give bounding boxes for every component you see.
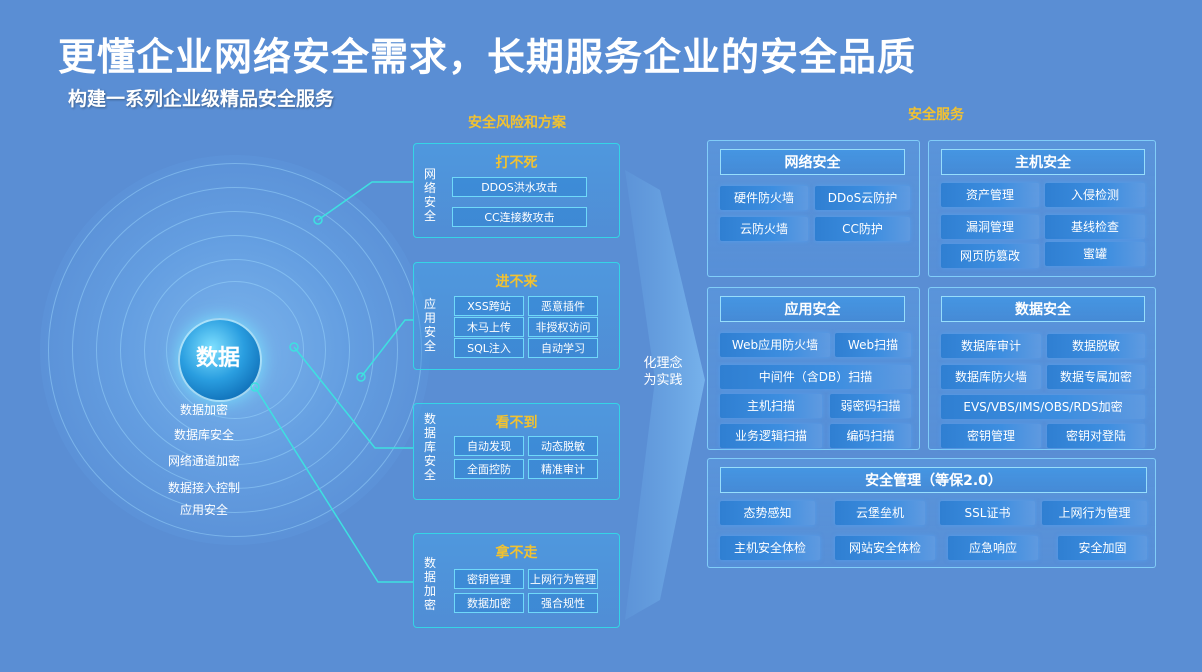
risk-head: 看不到 (495, 415, 538, 431)
service-chip[interactable]: 入侵检测 (1045, 183, 1145, 207)
risk-chip: 强合规性 (528, 593, 598, 613)
service-chip[interactable]: SSL证书 (940, 501, 1035, 525)
risk-chip: 全面控防 (454, 459, 524, 479)
arrow-text: 化理念 为实践 (643, 356, 683, 388)
risk-chip: 自动发现 (454, 436, 524, 456)
service-chip[interactable]: CC防护 (815, 217, 910, 241)
service-chip[interactable]: 密钥对登陆 (1047, 424, 1145, 448)
service-chip[interactable]: 蜜罐 (1045, 242, 1145, 266)
service-chip[interactable]: 业务逻辑扫描 (720, 424, 822, 448)
risk-chip: 密钥管理 (454, 569, 524, 589)
risk-chip: 恶意插件 (528, 296, 598, 316)
risk-box-database: 数据库安全 看不到 自动发现 动态脱敏 全面控防 精准审计 (413, 403, 620, 500)
panel-title: 网络安全 (720, 149, 905, 175)
flow-arrow (625, 170, 705, 620)
service-chip[interactable]: 漏洞管理 (941, 215, 1039, 239)
service-chip[interactable]: 数据专属加密 (1047, 365, 1145, 389)
service-chip[interactable]: 资产管理 (941, 183, 1039, 207)
panel-application-security: 应用安全 Web应用防火墙 Web扫描 中间件（含DB）扫描 主机扫描 弱密码扫… (707, 287, 920, 450)
service-chip[interactable]: 弱密码扫描 (830, 394, 911, 418)
page-title: 更懂企业网络安全需求，长期服务企业的安全品质 (58, 35, 917, 79)
service-chip[interactable]: EVS/VBS/IMS/OBS/RDS加密 (941, 395, 1145, 419)
risk-box-network: 网络安全 打不死 DDOS洪水攻击 CC连接数攻击 (413, 143, 620, 238)
service-chip[interactable]: 主机安全体检 (720, 536, 820, 560)
ring-4 (120, 235, 350, 465)
service-chip[interactable]: 云堡垒机 (835, 501, 925, 525)
circle-item: 应用安全 (179, 503, 228, 517)
ring-5 (144, 259, 326, 441)
service-chip[interactable]: 云防火墙 (720, 217, 808, 241)
risk-head: 拿不走 (495, 545, 538, 561)
ring-6 (166, 281, 304, 419)
circle-item: 网络通道加密 (167, 454, 240, 468)
panel-security-management: 安全管理（等保2.0） 态势感知 云堡垒机 SSL证书 上网行为管理 主机安全体… (707, 458, 1156, 568)
data-core-label: 数据 (195, 346, 240, 371)
circle-item: 数据接入控制 (167, 481, 240, 495)
service-chip[interactable]: Web应用防火墙 (720, 333, 830, 357)
service-section-title: 安全服务 (908, 107, 964, 123)
risk-side-label: 数据加密 (423, 556, 436, 612)
risk-chip: CC连接数攻击 (452, 207, 587, 227)
service-chip[interactable]: Web扫描 (835, 333, 911, 357)
service-chip[interactable]: 中间件（含DB）扫描 (720, 365, 911, 389)
service-chip[interactable]: 网页防篡改 (941, 244, 1039, 268)
panel-title: 应用安全 (720, 296, 905, 322)
service-chip[interactable]: DDoS云防护 (815, 186, 910, 210)
risk-chip: 非授权访问 (528, 317, 598, 337)
circle-item: 数据库安全 (173, 428, 234, 442)
risk-side-label: 应用安全 (423, 297, 436, 353)
ring-3 (96, 211, 374, 489)
service-chip[interactable]: 编码扫描 (830, 424, 911, 448)
service-chip[interactable]: 态势感知 (720, 501, 815, 525)
risk-chip: XSS跨站 (454, 296, 524, 316)
risk-box-encryption: 数据加密 拿不走 密钥管理 上网行为管理 数据加密 强合规性 (413, 533, 620, 628)
service-chip[interactable]: 安全加固 (1058, 536, 1147, 560)
service-chip[interactable]: 网站安全体检 (835, 536, 935, 560)
panel-title: 主机安全 (941, 149, 1145, 175)
service-chip[interactable]: 数据库防火墙 (941, 365, 1041, 389)
risk-chip: 数据加密 (454, 593, 524, 613)
panel-title: 安全管理（等保2.0） (720, 467, 1147, 493)
ring-2 (72, 187, 398, 513)
risk-chip: 动态脱敏 (528, 436, 598, 456)
risk-chip: 自动学习 (528, 338, 598, 358)
service-chip[interactable]: 主机扫描 (720, 394, 822, 418)
panel-data-security: 数据安全 数据库审计 数据脱敏 数据库防火墙 数据专属加密 EVS/VBS/IM… (928, 287, 1156, 450)
risk-section-title: 安全风险和方案 (468, 115, 566, 131)
risk-chip: 上网行为管理 (528, 569, 598, 589)
risk-chip: DDOS洪水攻击 (452, 177, 587, 197)
risk-box-application: 应用安全 进不来 XSS跨站 恶意插件 木马上传 非授权访问 SQL注入 自动学… (413, 262, 620, 370)
service-chip[interactable]: 数据库审计 (941, 334, 1041, 358)
risk-head: 进不来 (495, 274, 538, 290)
panel-title: 数据安全 (941, 296, 1145, 322)
service-chip[interactable]: 应急响应 (948, 536, 1038, 560)
panel-network-security: 网络安全 硬件防火墙 DDoS云防护 云防火墙 CC防护 (707, 140, 920, 277)
risk-chip: 木马上传 (454, 317, 524, 337)
service-chip[interactable]: 数据脱敏 (1047, 334, 1145, 358)
service-chip[interactable]: 硬件防火墙 (720, 186, 808, 210)
risk-side-label: 网络安全 (423, 167, 436, 223)
page-subtitle: 构建一系列企业级精品安全服务 (68, 88, 335, 110)
risk-chip: 精准审计 (528, 459, 598, 479)
risk-chip: SQL注入 (454, 338, 524, 358)
data-core-sphere (178, 318, 262, 402)
risk-head: 打不死 (495, 155, 538, 171)
service-chip[interactable]: 基线检查 (1045, 215, 1145, 239)
service-chip[interactable]: 上网行为管理 (1042, 501, 1147, 525)
panel-host-security: 主机安全 资产管理 入侵检测 漏洞管理 基线检查 网页防篡改 蜜罐 (928, 140, 1156, 277)
risk-side-label: 数据库安全 (423, 412, 436, 482)
service-chip[interactable]: 密钥管理 (941, 424, 1041, 448)
circle-item: 数据加密 (179, 403, 228, 417)
